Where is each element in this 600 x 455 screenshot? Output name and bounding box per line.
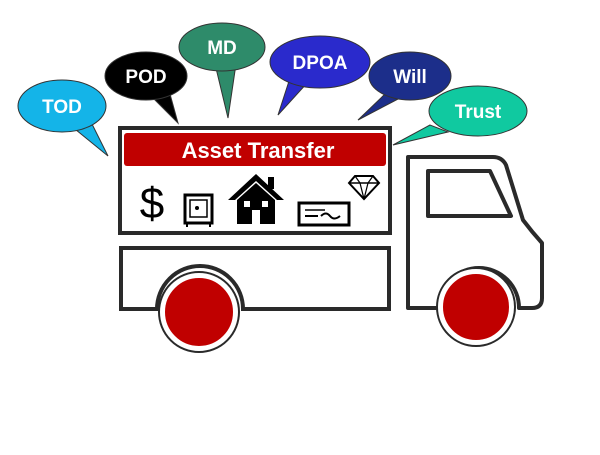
cab-window	[426, 169, 513, 218]
bubble-tod: TOD	[17, 79, 109, 157]
banner-label: Asset Transfer	[182, 138, 335, 163]
banner-shape	[124, 133, 386, 166]
bubble-trust-label: Trust	[455, 102, 502, 123]
bubble-dpoa-shape	[269, 35, 371, 89]
bubble-trust-tail	[392, 124, 450, 146]
bubble-md: MD	[178, 22, 266, 119]
asset-transfer-banner: Asset Transfer	[124, 133, 386, 166]
bubble-trust-shape	[428, 85, 528, 137]
house-icon	[228, 174, 284, 224]
bubble-tod-shape	[17, 79, 107, 133]
dollar-icon: $	[140, 179, 164, 228]
bubble-pod: POD	[104, 51, 188, 125]
bubble-md-tail	[214, 63, 237, 119]
bubble-dpoa-label: DPOA	[293, 53, 348, 74]
bubble-md-label: MD	[207, 38, 237, 59]
bubble-tod-label: TOD	[42, 97, 82, 118]
rear-wheel	[158, 271, 240, 353]
bubble-trust: Trust	[392, 85, 528, 146]
diamond-icon	[347, 175, 381, 201]
front-wheel	[436, 267, 516, 347]
bubble-will-shape	[368, 51, 452, 101]
check-icon	[297, 201, 351, 227]
bubble-pod-label: POD	[125, 67, 166, 88]
bubble-dpoa: DPOA	[269, 35, 371, 116]
truck-lower-body	[119, 246, 391, 311]
safe-icon	[183, 193, 214, 227]
bubble-will: Will	[357, 51, 452, 121]
bubble-pod-shape	[104, 51, 188, 101]
bubble-md-shape	[178, 22, 266, 72]
bubble-will-label: Will	[393, 67, 427, 88]
